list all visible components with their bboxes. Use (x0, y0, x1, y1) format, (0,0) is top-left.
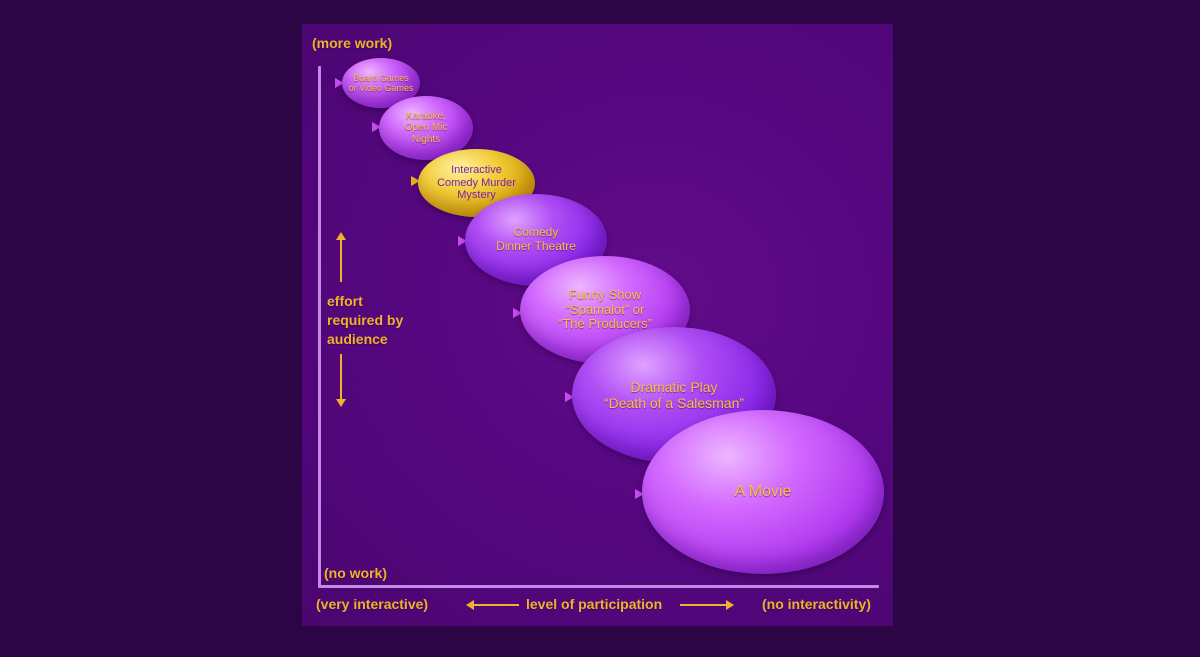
arrow-left-icon (466, 600, 474, 610)
balloon-label: Funny Show “Spamalot” or “The Producers” (558, 286, 652, 332)
balloon-label: Comedy Dinner Theatre (496, 225, 576, 253)
y-axis-bottom-label: (no work) (324, 565, 387, 581)
arrow-right-icon (726, 600, 734, 610)
arrow-left-shaft (473, 604, 519, 606)
x-axis-center-label: level of participation (526, 596, 663, 612)
balloon-label: Dramatic Play “Death of a Salesman” (603, 378, 745, 411)
balloon-label: Interactive Comedy Murder Mystery (437, 164, 516, 202)
balloon-label: A Movie (734, 482, 792, 500)
y-axis-side-label: effort required by audience (327, 293, 404, 347)
balloon-label: Board Games or Video Games (348, 72, 414, 93)
balloon-movie: A Movie (642, 410, 884, 574)
balloon-knot-icon (635, 489, 644, 499)
arrow-down-icon (336, 399, 346, 407)
balloon-knot-icon (513, 308, 522, 318)
balloon-label: Karaoke, Open Mic Nights (404, 110, 448, 145)
balloon-knot-icon (411, 176, 420, 186)
arrow-right-shaft (680, 604, 726, 606)
y-axis-line (318, 66, 321, 587)
x-axis-right-label: (no interactivity) (762, 596, 871, 612)
balloon-knot-icon (335, 78, 344, 88)
arrow-down-shaft (340, 354, 342, 400)
balloon-knot-icon (458, 236, 467, 246)
balloon-knot-icon (372, 122, 381, 132)
arrow-up-shaft (340, 238, 342, 282)
x-axis-left-label: (very interactive) (316, 596, 429, 612)
diagram-panel: (more work) (no work) effort required by… (302, 24, 893, 626)
balloon-knot-icon (565, 392, 574, 402)
x-axis-line (318, 585, 879, 588)
arrow-up-icon (336, 232, 346, 240)
y-axis-top-label: (more work) (312, 35, 393, 51)
balloon-karaoke: Karaoke, Open Mic Nights (379, 96, 473, 160)
